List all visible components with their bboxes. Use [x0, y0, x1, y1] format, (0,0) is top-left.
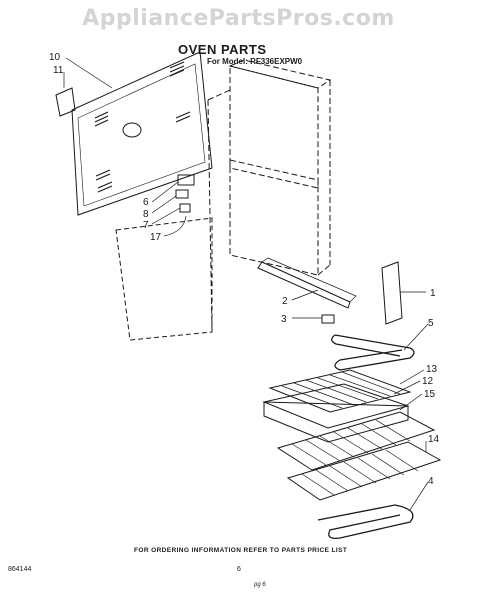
callout-11: 11	[53, 65, 64, 76]
oven-rack-upper-bars	[291, 419, 411, 466]
back-panel-inner	[77, 63, 206, 207]
callouts: 10 11 6 8 7 17 1 2 3 5 13 12 15 14 4	[49, 52, 440, 487]
broiler-pan-grid-lines	[281, 371, 401, 409]
bake-element	[331, 334, 415, 371]
back-panel	[71, 51, 213, 216]
footer-mark: pg 6	[254, 582, 266, 588]
back-panel-vents	[94, 61, 191, 193]
watermark: AppliancePartsPros.com	[82, 6, 395, 31]
oven-rack-lower	[286, 441, 442, 501]
broiler-pan-base	[263, 401, 409, 443]
callout-2: 2	[282, 296, 288, 307]
document-code: 864144	[8, 566, 32, 573]
callout-7: 7	[143, 220, 149, 231]
page-number: 6	[237, 566, 241, 573]
callout-8: 8	[143, 209, 149, 220]
slide-rail	[257, 261, 351, 309]
callout-14: 14	[428, 434, 440, 445]
callout-6: 6	[143, 197, 149, 208]
slide-rail-top	[261, 257, 357, 303]
ordering-note: FOR ORDERING INFORMATION REFER TO PARTS …	[134, 547, 348, 554]
broiler-pan-grid	[268, 369, 412, 413]
clip	[321, 314, 335, 324]
callout-1: 1	[430, 288, 436, 299]
broil-element	[317, 504, 414, 539]
model-label: For Model: RF336EXPW0	[207, 57, 303, 66]
callout-15: 15	[424, 389, 436, 400]
lower-panel	[115, 217, 213, 341]
oven-rack-upper	[276, 411, 436, 471]
oven-cavity-frame	[207, 59, 332, 331]
callout-13: 13	[426, 364, 438, 375]
callout-12: 12	[422, 376, 434, 387]
terminal-part	[175, 189, 189, 199]
callout-17: 17	[150, 232, 162, 243]
oven-rack-lower-bars	[301, 449, 419, 496]
callout-10: 10	[49, 52, 61, 63]
side-bracket	[381, 261, 403, 325]
callout-leaders	[63, 57, 429, 511]
terminal-part-2	[179, 203, 191, 213]
back-panel-hole	[122, 122, 142, 138]
callout-5: 5	[428, 318, 434, 329]
bracket-11	[55, 87, 76, 117]
terminal-block	[177, 174, 195, 186]
callout-3: 3	[281, 314, 287, 325]
callout-4: 4	[428, 476, 434, 487]
